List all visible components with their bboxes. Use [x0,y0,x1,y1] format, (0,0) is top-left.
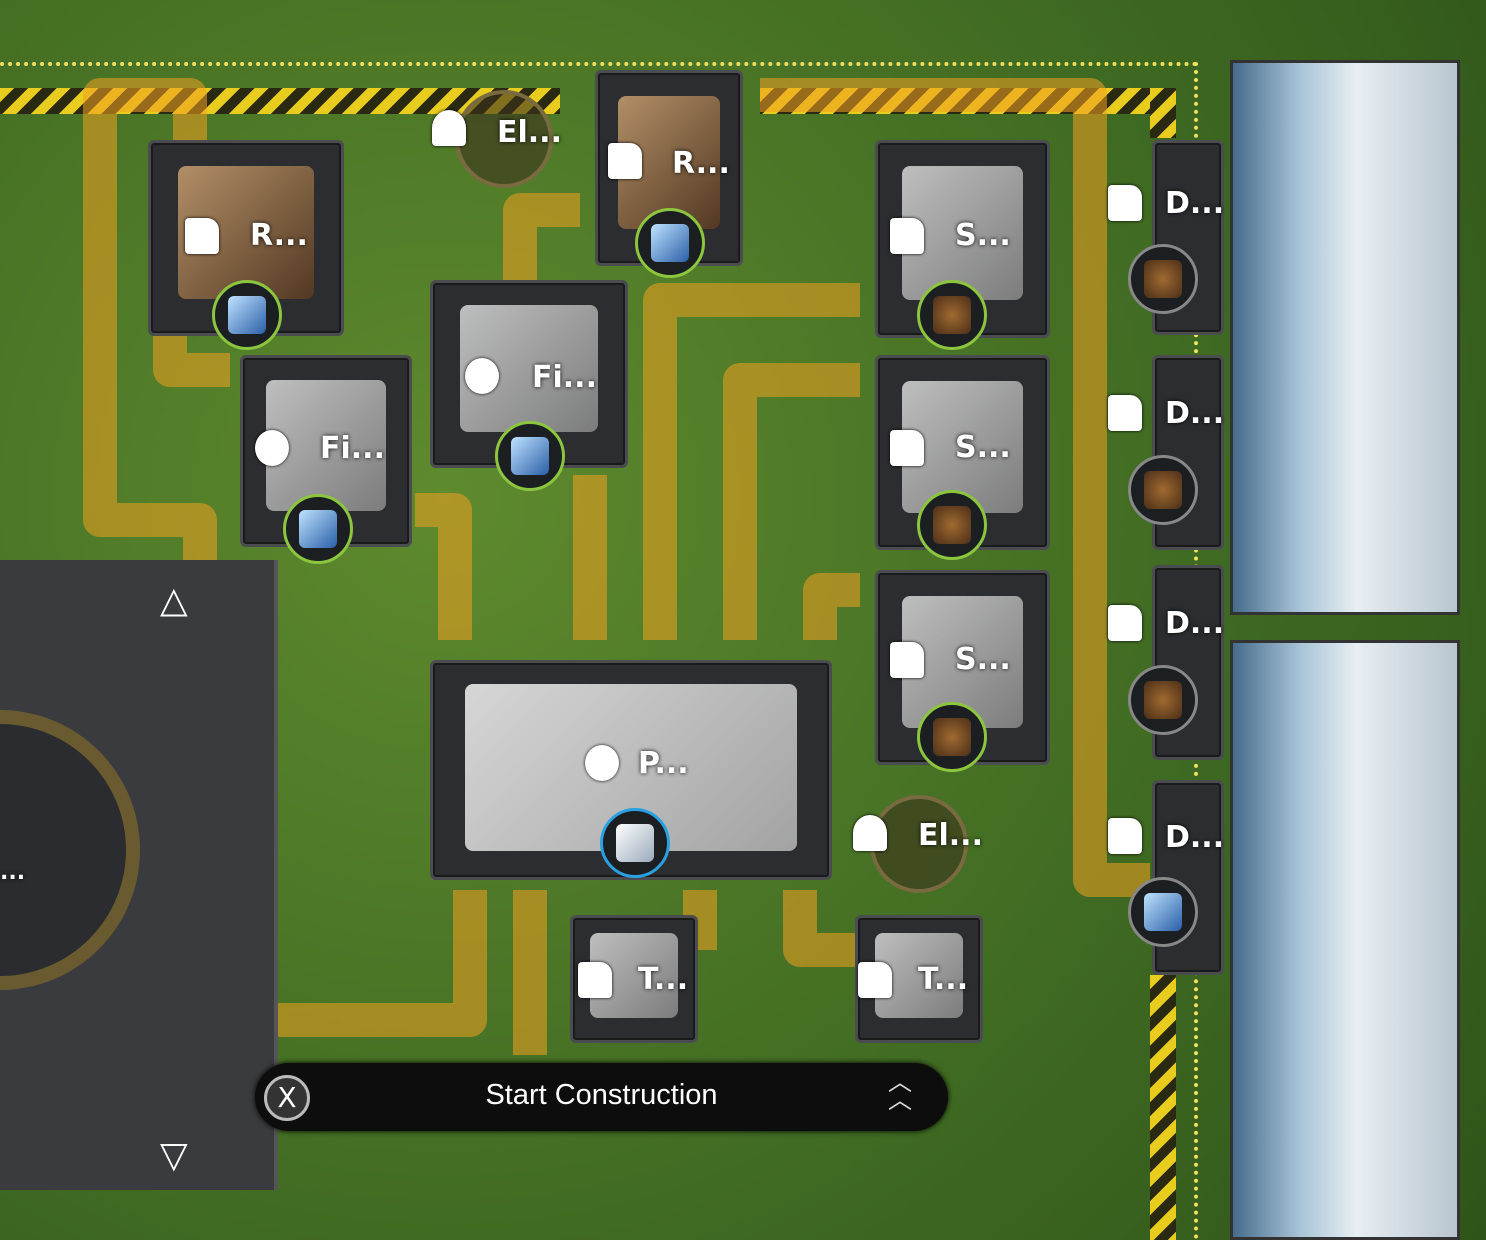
shredder-2-label: S... [955,430,1011,465]
depot-icon [1108,818,1142,854]
electric-pylon-1[interactable] [455,90,553,188]
filling-icon [255,430,289,466]
conveyor-belt [153,330,230,387]
conveyor-belt [803,573,860,640]
conveyor-belt [415,493,472,640]
shredder-1-output [917,280,987,350]
pylon-icon [853,815,887,851]
depot-2-item [1128,455,1198,525]
filling-2-output [495,421,565,491]
thermal-icon [578,962,612,998]
refinery-2-label: R... [672,146,730,181]
thermal-bank-2[interactable] [855,915,983,1043]
depot-4-item [1128,877,1198,947]
shredder-3-label: S... [955,642,1011,677]
conveyor-belt [1073,140,1150,897]
depot-3-item [1128,665,1198,735]
start-construction-button[interactable]: Start Construction [485,1079,718,1111]
depot-icon [1108,605,1142,641]
core-ring [0,710,140,990]
triangle-up-icon: △ [160,580,188,621]
filling-1-label: Fi... [320,431,385,466]
shredder-icon [890,218,924,254]
conveyor-belt [783,890,860,967]
double-chevron-up-icon[interactable]: ︿︿ [888,1068,912,1114]
core-label: ... [0,860,26,885]
hazard-stripe-right [1150,88,1176,138]
thermal-icon [858,962,892,998]
conveyor-belt [760,78,1107,140]
depot-4-label: D... [1165,820,1225,855]
conveyor-belt [83,78,217,560]
pylon-icon [432,110,466,146]
conveyor-belt [260,890,487,1037]
packer-label: P... [638,746,689,781]
triangle-down-icon: ▽ [160,1135,188,1176]
core-base[interactable]: ... △ ▽ [0,560,278,1190]
refinery-icon [608,143,642,179]
depot-1-label: D... [1165,186,1225,221]
depot-icon [1108,395,1142,431]
shredder-2-output [917,490,987,560]
filling-1-output [283,494,353,564]
refinery-icon [185,218,219,254]
hazard-stripe-bottom-right [1150,975,1176,1240]
shredder-1-label: S... [955,218,1011,253]
depot-3-label: D... [1165,606,1225,641]
depot-2-label: D... [1165,396,1225,431]
depot-icon [1108,185,1142,221]
shredder-icon [890,430,924,466]
conveyor-belt [643,283,860,640]
conveyor-belt [503,193,580,285]
storage-silo-top[interactable] [1230,60,1460,615]
pylon-2-label: El... [918,818,983,853]
filling-icon [465,358,499,394]
close-icon[interactable]: X [264,1075,310,1121]
refinery-1-output [212,280,282,350]
pylon-1-label: El... [497,115,562,150]
construction-bar: X Start Construction ︿︿ [255,1063,948,1131]
shredder-icon [890,642,924,678]
thermal-2-label: T... [918,962,969,997]
packer-output [600,808,670,878]
refinery-2-output [635,208,705,278]
packer-icon [585,745,619,781]
shredder-3-output [917,702,987,772]
refinery-1-label: R... [250,218,308,253]
storage-silo-bottom[interactable] [1230,640,1460,1240]
depot-1-item [1128,244,1198,314]
thermal-1-label: T... [638,962,689,997]
filling-2-label: Fi... [532,360,597,395]
conveyor-belt [723,363,860,640]
